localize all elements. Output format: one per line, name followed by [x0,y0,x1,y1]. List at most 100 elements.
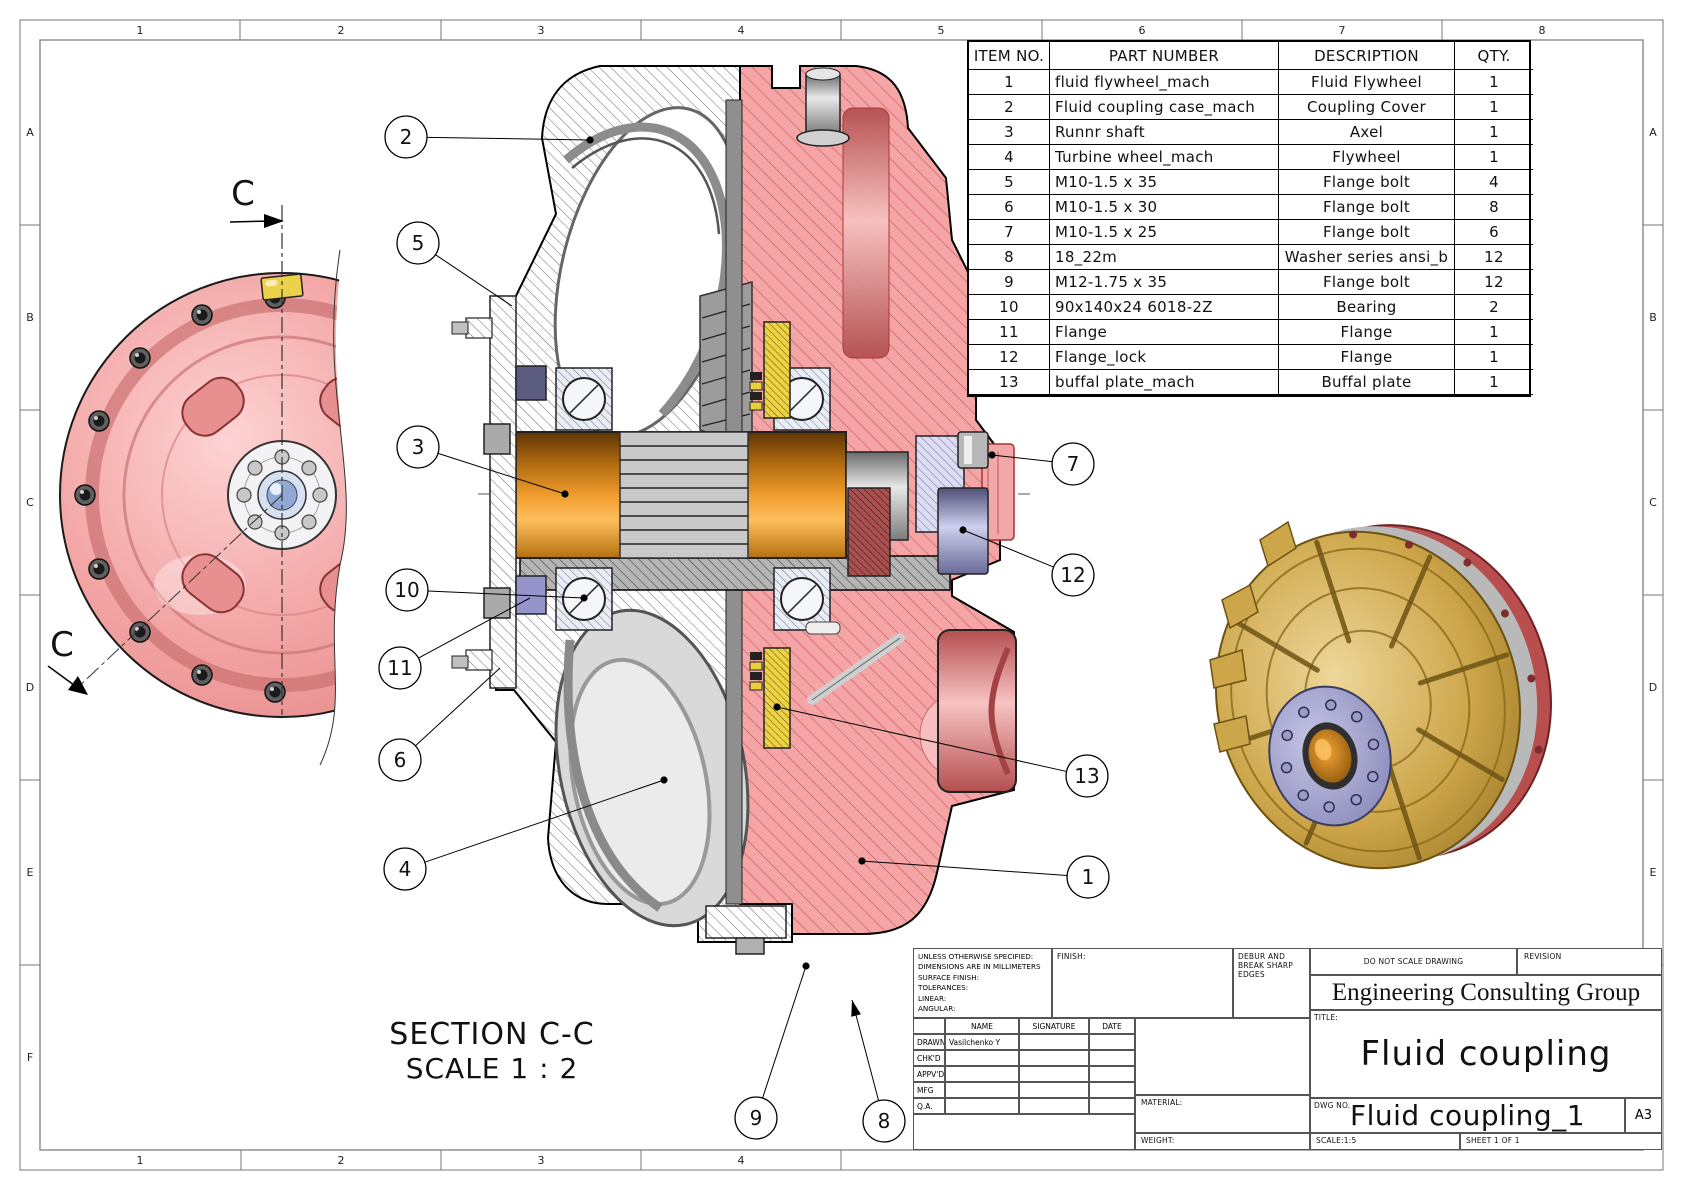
bom-header: DESCRIPTION [1279,42,1455,70]
svg-text:5: 5 [412,231,425,255]
bom-cell-qty: 1 [1455,370,1533,395]
svg-text:B: B [26,311,34,324]
flange-plate [489,295,517,689]
balloon-13: 13 [773,703,1109,798]
title-cell: TITLE: Fluid coupling [1310,1010,1662,1098]
approval-header [913,1018,945,1034]
zone-labels: 123456781234ABCDEFABCDEF [20,20,1663,1170]
bom-cell-item: 7 [969,220,1050,245]
balloon-9: 9 [734,962,810,1140]
svg-text:9: 9 [750,1106,763,1130]
bom-cell-item: 10 [969,295,1050,320]
balloon-6: 6 [378,667,501,782]
svg-text:6: 6 [394,748,407,772]
sheet-size: A3 [1625,1098,1662,1133]
pocket [181,376,245,437]
bom-cell-desc: Flange bolt [1279,270,1455,295]
approval-header: NAME [945,1018,1019,1034]
approval-empty [913,1114,1135,1150]
svg-text:4: 4 [738,24,745,37]
approval-date [1089,1066,1135,1082]
svg-text:5: 5 [938,24,945,37]
svg-text:2: 2 [338,1154,345,1167]
approval-name [945,1066,1019,1082]
bom-cell-desc: Flange bolt [1279,220,1455,245]
bom-cell-item: 13 [969,370,1050,395]
bom-cell-qty: 6 [1455,220,1533,245]
bom-cell-qty: 2 [1455,295,1533,320]
flange-bolt-7 [957,431,989,469]
bom-cell-part: 90x140x24 6018-2Z [1050,295,1279,320]
bom-header: ITEM NO. [969,42,1050,70]
approval-signature [1019,1034,1089,1050]
approval-role: DRAWN [913,1034,945,1050]
bom-cell-part: buffal plate_mach [1050,370,1279,395]
approval-role: MFG [913,1082,945,1098]
bom-cell-item: 2 [969,95,1050,120]
hub-3d [1268,685,1392,827]
bom-cell-qty: 4 [1455,170,1533,195]
bom-cell-qty: 1 [1455,70,1533,95]
material-cell: MATERIAL: [1135,1095,1310,1133]
approval-name [945,1050,1019,1066]
svg-text:10: 10 [394,578,419,602]
svg-text:12: 12 [1060,563,1085,587]
pocket [181,553,245,614]
svg-text:11: 11 [387,656,412,680]
approval-date [1089,1082,1135,1098]
svg-text:D: D [26,681,34,694]
bom-cell-item: 8 [969,245,1050,270]
bom-cell-desc: Washer series ansi_b [1279,245,1455,270]
svg-text:8: 8 [878,1109,891,1133]
bom-cell-desc: Bearing [1279,295,1455,320]
bom-cell-item: 12 [969,345,1050,370]
section-scale: SCALE 1 : 2 [406,1052,579,1085]
drawing-title: Fluid coupling [1360,1034,1612,1074]
svg-text:4: 4 [399,857,412,881]
bom-cell-qty: 8 [1455,195,1533,220]
bom-cell-part: Turbine wheel_mach [1050,145,1279,170]
dwg-no-cell: DWG NO. Fluid coupling_1 [1310,1098,1625,1133]
svg-text:E: E [1650,866,1657,879]
balloon-1: 1 [858,855,1110,899]
approval-role: Q.A. [913,1098,945,1114]
company-name: Engineering Consulting Group [1310,975,1662,1010]
balloon-3: 3 [396,425,569,498]
svg-text:1: 1 [137,24,144,37]
bom-cell-desc: Fluid Flywheel [1279,70,1455,95]
bom-cell-desc: Flange bolt [1279,170,1455,195]
top-bolt [796,67,850,147]
svg-text:6: 6 [1139,24,1146,37]
bearing [555,367,613,431]
approval-signature [1019,1082,1089,1098]
approval-name: Vasilchenko Y [945,1034,1019,1050]
svg-text:D: D [1649,681,1657,694]
turbine-3d-view [1209,520,1552,870]
bom-cell-item: 4 [969,145,1050,170]
approval-date [1089,1098,1135,1114]
bom-cell-part: M12-1.75 x 35 [1050,270,1279,295]
bom-cell-desc: Flange bolt [1279,195,1455,220]
balloon-7: 7 [988,442,1095,486]
bom-cell-part: M10-1.5 x 35 [1050,170,1279,195]
bom-cell-desc: Flywheel [1279,145,1455,170]
svg-text:C: C [1649,496,1657,509]
bom-cell-part: Flange [1050,320,1279,345]
svg-text:8: 8 [1539,24,1546,37]
svg-text:2: 2 [338,24,345,37]
balloon-10: 10 [385,568,588,612]
seal [763,647,791,749]
bearing [773,567,831,631]
tolerance-notes: UNLESS OTHERWISE SPECIFIED: DIMENSIONS A… [913,948,1052,1018]
bom-cell-item: 11 [969,320,1050,345]
balloon-8: 8 [851,999,906,1143]
svg-text:4: 4 [738,1154,745,1167]
balloon-4: 4 [383,776,668,891]
svg-text:B: B [1649,311,1657,324]
revision-cell: REVISION [1517,948,1662,975]
balloon-2: 2 [384,115,594,159]
section-view [451,65,1030,955]
bom-cell-item: 6 [969,195,1050,220]
